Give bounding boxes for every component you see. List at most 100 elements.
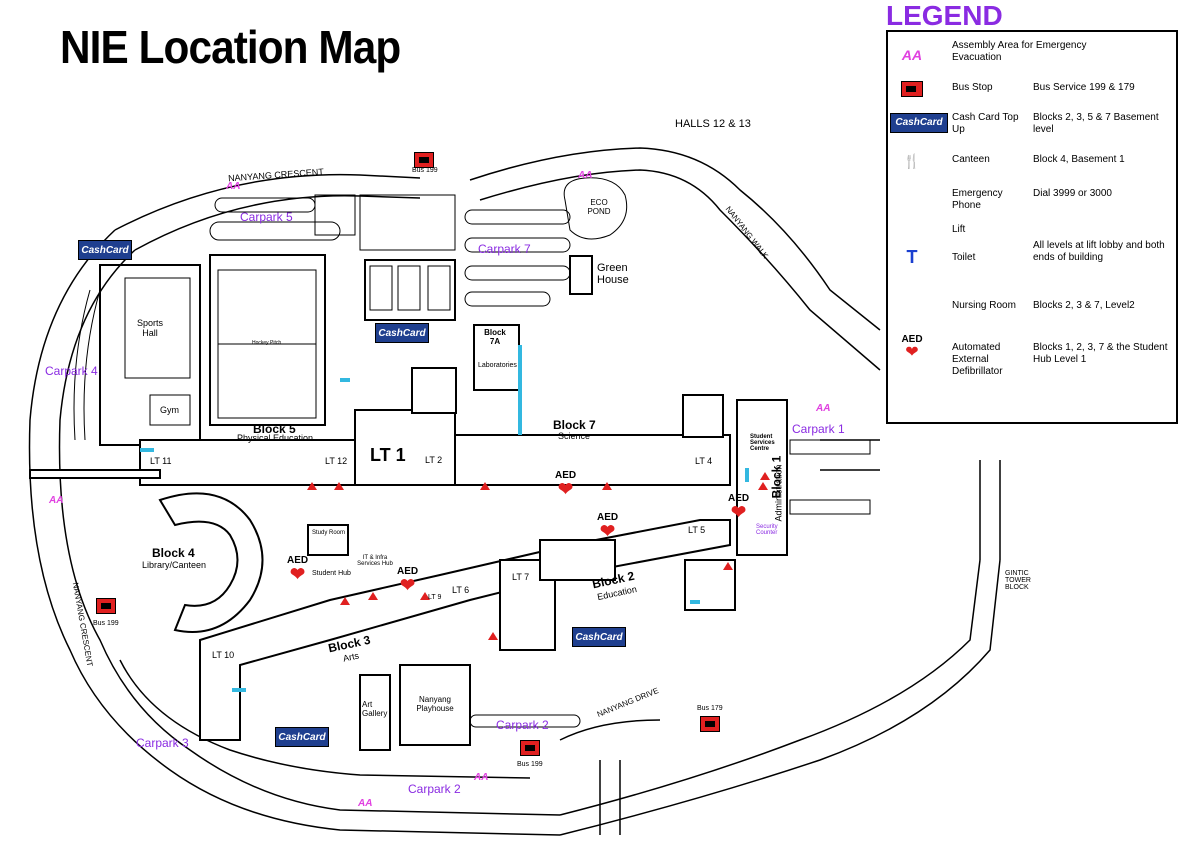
hockey-pitch-label: Hockey Pitch (252, 340, 282, 346)
bus-stop-icon (700, 716, 720, 732)
aed-text: AED (555, 470, 577, 481)
assembly-area-icon: AA (226, 181, 241, 192)
legend-info-phone: Dial 3999 or 3000 (1033, 188, 1112, 199)
legend-label-lift: Lift (952, 224, 966, 235)
assembly-area-icon: AA (816, 403, 831, 414)
assembly-area-icon: AA (358, 798, 373, 809)
lt1-label: LT 1 (370, 445, 406, 465)
block-4-shape (158, 492, 264, 633)
cashcard-icon: CashCard (890, 113, 948, 133)
playhouse-label: Nanyang Playhouse (416, 695, 454, 713)
block-5-7-strip (29, 324, 788, 556)
assembly-area-icon: AA (578, 170, 593, 181)
bus-179: Bus 179 (697, 705, 723, 712)
aed-text: AED (287, 555, 309, 566)
gintic-label: GINTIC TOWER BLOCK (1005, 570, 1031, 591)
legend-label-cashcard: Cash Card Top Up (952, 112, 1019, 135)
legend-info-nursing: Blocks 2, 3 & 7, Level2 (1033, 300, 1135, 311)
halls-label: HALLS 12 & 13 (675, 118, 751, 130)
emergency-phones (307, 472, 770, 640)
lt9-label: LT 9 (428, 594, 442, 601)
legend-label-nursing: Nursing Room (952, 300, 1016, 311)
legend-label-bus: Bus Stop (952, 82, 993, 93)
study-room-label: Study Room (312, 530, 346, 536)
toilet-icon: T (906, 247, 918, 267)
green-house-label: Green House (597, 262, 629, 286)
lt2-label: LT 2 (425, 455, 443, 465)
lt12-label: LT 12 (325, 456, 348, 466)
labs-label: Laboratories (478, 362, 517, 369)
block7-label: Block 7 (553, 418, 596, 432)
legend-info-cashcard: Blocks 2, 3, 5 & 7 Basement level (1033, 112, 1159, 135)
cashcard-icon: CashCard (375, 323, 429, 343)
canteen-icon: 🍴 (903, 153, 921, 169)
aed-icon: AED❤ (555, 470, 577, 499)
carpark-4-label: Carpark 4 (45, 364, 98, 378)
legend-label-assembly: Assembly Area for Emergency Evacuation (952, 40, 1087, 63)
eco-pond (563, 177, 628, 240)
page-title: NIE Location Map (60, 21, 401, 73)
block4-label: Block 4 (152, 546, 195, 560)
it-hub-label: IT & Infra Services Hub (357, 555, 393, 567)
aed-text: AED (397, 566, 419, 577)
assembly-area-icon: AA (49, 495, 64, 506)
block-2-3-strip (199, 519, 736, 751)
legend-label-canteen: Canteen (952, 154, 990, 165)
student-hub-label: Student Hub (312, 570, 351, 577)
carpark-2-label: Carpark 2 (496, 718, 549, 732)
carpark-1-label: Carpark 1 (792, 422, 845, 436)
lt6-label: LT 6 (452, 585, 470, 595)
eco-pond-label: ECO POND (587, 198, 611, 216)
assembly-icon: AA (901, 47, 923, 63)
green-house (569, 255, 593, 295)
legend-info-aed: Blocks 1, 2, 3, 7 & the Student Hub Leve… (1033, 342, 1168, 365)
bus-stop-icon (901, 81, 923, 97)
carpark-3-label: Carpark 3 (136, 736, 189, 750)
aed-icon: AED (901, 334, 923, 345)
lt4-label: LT 4 (695, 456, 713, 466)
bus-stop-icon (414, 152, 434, 168)
block7a-label: Block 7A (484, 328, 506, 346)
cashcard-icon: CashCard (572, 627, 626, 647)
cashcard-icon: CashCard (275, 727, 329, 747)
lt5-label: LT 5 (688, 525, 706, 535)
sports-hall-label: Sports Hall (136, 318, 163, 338)
assembly-area-icon: AA (474, 772, 489, 783)
block5-sub: Physical Education (237, 433, 314, 443)
aed-text: AED (728, 493, 750, 504)
bus-199-west: Bus 199 (93, 620, 119, 627)
block1-sub: Administration (773, 464, 784, 522)
block7-sub: Science (558, 431, 591, 441)
carpark-5-label: Carpark 5 (240, 210, 293, 224)
block5-label: Block 5 (253, 422, 296, 436)
bus-stop-icon (96, 598, 116, 614)
gym-label: Gym (160, 405, 179, 415)
legend-label-phone: Emergency Phone (952, 188, 1003, 211)
legend-info-canteen: Block 4, Basement 1 (1033, 154, 1125, 165)
stairs (140, 345, 749, 692)
bus-199-north: Bus 199 (412, 167, 438, 174)
roads (28, 147, 1001, 836)
lt7-label: LT 7 (512, 572, 530, 582)
legend-info-bus: Bus Service 199 & 179 (1033, 82, 1135, 93)
block4-sub: Library/Canteen (142, 560, 207, 570)
aed-icon: AED❤ (397, 566, 419, 595)
carpark-2-south-label: Carpark 2 (408, 782, 461, 796)
legend-label-toilet: Toilet (952, 252, 976, 263)
aed-icon: AED❤ (728, 493, 750, 522)
aed-text: AED (597, 512, 619, 523)
security-label: Security Counter (756, 524, 778, 536)
bus-stop-icon (520, 740, 540, 756)
legend-panel: AA Assembly Area for Emergency Evacuatio… (886, 30, 1178, 424)
legend-info-toilet: All levels at lift lobby and both ends o… (1033, 240, 1165, 263)
bus-199-south: Bus 199 (517, 761, 543, 768)
aed-icon: AED❤ (287, 555, 309, 584)
lt10-label: LT 10 (212, 650, 235, 660)
ssc-label: Student Services Centre (750, 434, 775, 452)
cashcard-icon: CashCard (78, 240, 132, 260)
legend-label-aed: Automated External Defibrillator (952, 342, 1003, 377)
lt11-label: LT 11 (150, 456, 172, 466)
art-gallery-label: Art Gallery (362, 700, 388, 718)
sports-area (99, 194, 456, 446)
